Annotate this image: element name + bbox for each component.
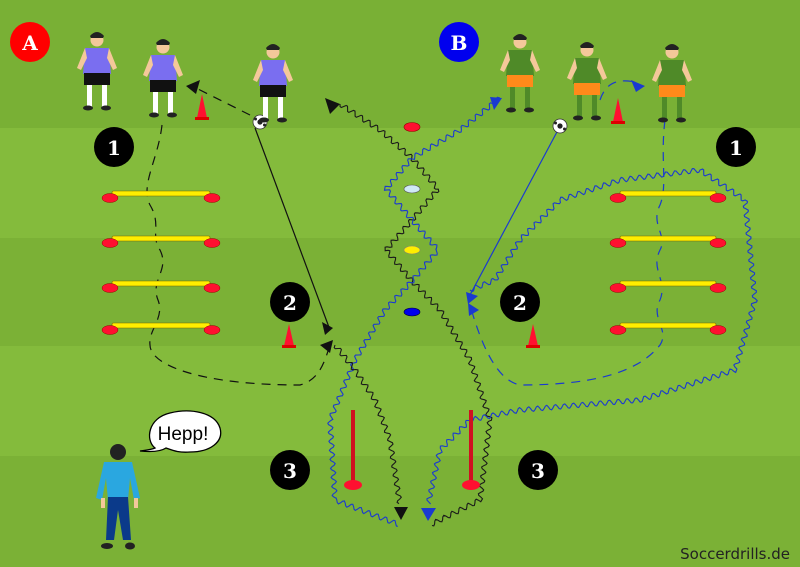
station-badge-2-left: 2 xyxy=(270,282,310,322)
cone-icon xyxy=(526,324,540,348)
dribble-path xyxy=(327,96,501,527)
dribble-path xyxy=(426,168,758,505)
cones xyxy=(195,94,625,348)
arrowhead-icon xyxy=(490,97,502,110)
cone-icon xyxy=(195,94,209,120)
cone-icon xyxy=(611,98,625,124)
station-number: 2 xyxy=(513,291,527,315)
cone-icon xyxy=(282,324,296,348)
hurdle xyxy=(101,322,221,335)
team-b-label: B xyxy=(451,31,468,55)
coach-pants xyxy=(106,497,131,540)
team-b-dribble-paths xyxy=(469,80,666,386)
team-b-player xyxy=(652,44,692,123)
station-number: 1 xyxy=(729,136,743,160)
dribble-path xyxy=(339,103,493,527)
disc-cone-blue xyxy=(403,307,421,317)
dribble-path xyxy=(333,344,403,505)
station-number: 2 xyxy=(283,291,297,315)
pole-left xyxy=(344,410,362,490)
team-b-player xyxy=(500,34,540,113)
disc-cone-red xyxy=(403,122,421,132)
run-path xyxy=(599,80,636,101)
disc-cone-light-blue xyxy=(403,184,421,194)
field-stripe xyxy=(0,346,800,456)
arrowhead-icon xyxy=(468,303,479,316)
hurdle xyxy=(101,190,221,203)
team-a-dribble-paths xyxy=(146,84,331,386)
station-number: 1 xyxy=(107,136,121,160)
coach-shirt xyxy=(96,462,140,500)
team-a-player xyxy=(143,39,183,118)
station-number: 3 xyxy=(531,459,545,483)
pass-path xyxy=(254,127,331,331)
watermark: Soccerdrills.de xyxy=(680,545,790,563)
hurdle xyxy=(609,280,727,293)
disc-cone-yellow xyxy=(403,245,421,255)
arrowheads xyxy=(186,80,645,521)
arrowhead-icon xyxy=(466,292,478,304)
arrowhead-icon xyxy=(631,80,645,92)
arrowhead-icon xyxy=(322,322,333,335)
center-disc-cones xyxy=(403,122,421,317)
arrowhead-icon xyxy=(320,340,333,353)
hurdle xyxy=(609,190,727,203)
team-a-badge: A xyxy=(10,22,50,62)
hurdle xyxy=(609,235,727,248)
team-b-player xyxy=(567,42,607,121)
team-b-badge: B xyxy=(439,22,479,62)
arrowhead-icon xyxy=(394,507,408,520)
balls xyxy=(252,114,568,134)
arrowhead-icon xyxy=(186,80,200,94)
coach: Hepp! xyxy=(96,410,222,550)
dribble-path xyxy=(146,124,331,386)
station-badge-3-left: 3 xyxy=(270,450,310,490)
team-a-label: A xyxy=(21,31,38,55)
coach-head xyxy=(110,444,126,460)
soccer-ball-icon xyxy=(552,118,568,134)
run-path xyxy=(189,84,251,116)
poles xyxy=(344,410,480,490)
station-badge-3-right: 3 xyxy=(518,450,558,490)
station-number: 3 xyxy=(283,459,297,483)
team-a-player xyxy=(253,44,293,123)
hurdle xyxy=(609,322,727,335)
hurdle xyxy=(101,280,221,293)
dribble-path xyxy=(469,119,666,386)
hurdle-ladders xyxy=(101,190,727,335)
pole-right xyxy=(462,410,480,490)
hurdle xyxy=(101,235,221,248)
players xyxy=(77,32,692,123)
station-badge-1-left: 1 xyxy=(94,127,134,167)
field-stripe xyxy=(0,238,800,346)
wavy-dribble-paths xyxy=(327,96,758,527)
station-badge-1-right: 1 xyxy=(716,127,756,167)
arrowhead-icon xyxy=(325,98,340,114)
speech-text: Hepp! xyxy=(158,424,209,445)
station-badge-2-right: 2 xyxy=(500,282,540,322)
speech-bubble: Hepp! xyxy=(139,410,222,453)
team-a-player xyxy=(77,32,117,111)
arrowhead-icon xyxy=(421,508,436,521)
pass-path xyxy=(469,129,559,296)
